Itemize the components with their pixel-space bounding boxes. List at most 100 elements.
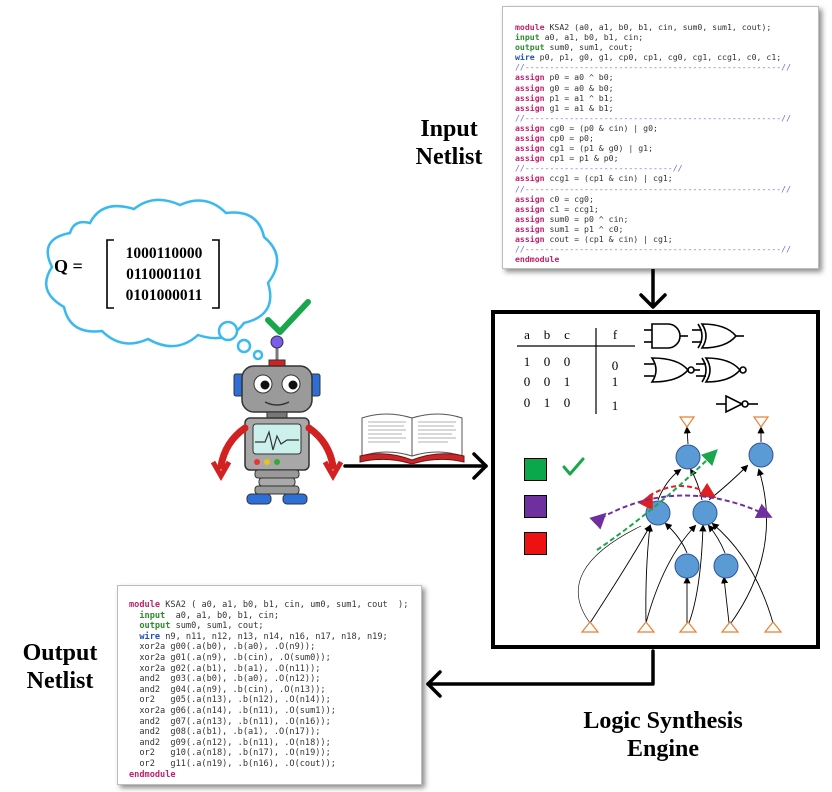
code-line: assign cp1 = p1 & p0;	[515, 153, 818, 163]
code-line: assign cp0 = p0;	[515, 133, 818, 143]
code-line: wire p0, p1, g0, g1, cp0, cp1, cg0, cg1,…	[515, 52, 818, 62]
code-token: assign	[515, 82, 545, 93]
code-line: endmodule	[129, 770, 421, 781]
truth-table-cell: 1	[611, 398, 619, 413]
output-netlist-label-line2: Netlist	[26, 667, 94, 694]
truth-table-cell: 1	[523, 354, 531, 369]
code-line: //------------------------------//	[515, 163, 818, 173]
input-netlist-label-line1: Input	[420, 116, 478, 142]
truth-table-cell: 1	[611, 374, 619, 389]
code-token: c0 = cg0;	[544, 193, 594, 204]
code-line: module KSA2 ( a0, a1, b0, b1, cin, um0, …	[129, 600, 421, 611]
code-token: endmodule	[515, 254, 560, 265]
circuit-graph	[577, 416, 783, 633]
code-line: output sum0, sum1, cout;	[129, 621, 421, 632]
code-token: p0 = a0 ^ b0;	[544, 72, 614, 83]
code-token: g1 = a1 & b1;	[544, 102, 614, 113]
code-line: or2 g11(.a(n19), .b(n16), .O(cout));	[129, 759, 421, 770]
code-token: g0 = a0 & b0;	[544, 82, 614, 93]
action-square	[524, 495, 547, 518]
book-icon	[359, 413, 465, 464]
code-token: assign	[515, 143, 545, 154]
code-token: xor2a g02(.a(b1), .b(a1), .O(n11));	[129, 663, 321, 674]
code-line: //--------------------------------------…	[515, 244, 818, 254]
code-line: or2 g05(.a(n13), .b(n12), .O(n14));	[129, 695, 421, 706]
code-token: assign	[515, 153, 545, 164]
nor-gate-icon	[644, 357, 700, 383]
code-token: module	[129, 600, 161, 610]
code-token: //--------------------------------------…	[515, 112, 792, 123]
code-token: assign	[515, 223, 545, 234]
output-netlist-code: module KSA2 ( a0, a1, b0, b1, cin, um0, …	[117, 585, 422, 785]
check-icon	[562, 457, 585, 476]
xor-gate-icon	[692, 323, 744, 349]
code-token: and2 g03(.a(b0), .b(a0), .O(n12));	[129, 674, 321, 685]
code-token: p1 = a1 ^ b1;	[544, 92, 614, 103]
code-token: cp0 = p0;	[544, 133, 594, 144]
code-token: and2 g09(.a(n12), .b(n11), .O(n18));	[129, 737, 331, 748]
matrix-row: 0110001101	[126, 266, 202, 283]
code-line: xor2a g02(.a(b1), .b(a1), .O(n11));	[129, 664, 421, 675]
thought-cloud-icon	[44, 198, 279, 361]
code-token: endmodule	[129, 769, 176, 780]
code-token: KSA2 (a0, a1, b0, b1, cin, sum0, sum1, c…	[544, 22, 772, 32]
code-line: xor2a g00(.a(b0), .b(a0), .O(n9));	[129, 642, 421, 653]
code-token: xor2a g00(.a(b0), .b(a0), .O(n9));	[129, 642, 316, 653]
truth-table-cell: 0	[563, 354, 571, 369]
code-token: ccg1 = (cp1 & cin) | cg1;	[544, 173, 673, 184]
truth-table-header: b	[543, 327, 551, 342]
output-netlist-label-line1: Output	[22, 640, 98, 666]
and-gate-icon	[644, 323, 688, 349]
code-token: or2 g11(.a(n19), .b(n16), .O(cout));	[129, 758, 336, 769]
code-line: and2 g08(.a(b1), .b(a1), .O(n17));	[129, 727, 421, 738]
code-token: wire	[129, 631, 161, 642]
code-token: assign	[515, 92, 545, 103]
code-line: //--------------------------------------…	[515, 113, 818, 123]
truth-table-lines	[517, 328, 635, 414]
xnor-gate-icon	[696, 357, 747, 383]
code-line: assign g1 = a1 & b1;	[515, 103, 818, 113]
check-icon	[265, 299, 311, 335]
code-token: assign	[515, 72, 545, 83]
code-token: assign	[515, 173, 545, 184]
code-token: cout = (cp1 & cin) | cg1;	[544, 233, 673, 244]
code-token: //--------------------------------------…	[515, 62, 792, 73]
code-line: assign c1 = ccg1;	[515, 204, 818, 214]
code-token: //------------------------------//	[515, 163, 683, 174]
code-token: assign	[515, 193, 545, 204]
code-token: and2 g07(.a(n13), .b(n11), .O(n16));	[129, 716, 331, 727]
inverter-icon	[716, 394, 758, 414]
engine-to-output-arrow	[426, 649, 655, 686]
code-line: assign sum0 = p0 ^ cin;	[515, 214, 818, 224]
code-line: xor2a g06(.a(n14), .b(n11), .O(sum1));	[129, 706, 421, 717]
code-line: assign cg1 = (p1 & g0) | g1;	[515, 143, 818, 153]
code-line: assign sum1 = p1 ^ c0;	[515, 224, 818, 234]
truth-table-cell: 0	[523, 395, 531, 410]
code-line: wire n9, n11, n12, n13, n14, n16, n17, n…	[129, 632, 421, 643]
input-netlist-label-line2: Netlist	[415, 143, 483, 170]
output-netlist-label: Output Netlist	[10, 640, 110, 695]
code-token: cg1 = (p1 & g0) | g1;	[544, 143, 654, 154]
code-line: assign ccg1 = (cp1 & cin) | cg1;	[515, 173, 818, 183]
code-line: module KSA2 (a0, a1, b0, b1, cin, sum0, …	[515, 22, 818, 32]
code-token: wire	[515, 52, 535, 63]
code-token: //--------------------------------------…	[515, 244, 792, 255]
code-token: sum0, sum1, cout;	[170, 621, 264, 632]
logic-synthesis-engine-label: Logic Synthesis Engine	[548, 708, 778, 763]
code-token: or2 g10(.a(n18), .b(n17), .O(n19));	[129, 748, 331, 759]
robot-icon	[210, 335, 344, 505]
truth-table-cell: 0	[543, 374, 551, 389]
truth-table-header: c	[564, 327, 570, 342]
code-line: output sum0, sum1, cout;	[515, 42, 818, 52]
code-token: assign	[515, 122, 545, 133]
code-token: a0, a1, b0, b1, cin;	[165, 610, 280, 621]
code-line: //--------------------------------------…	[515, 184, 818, 194]
code-line: assign cout = (cp1 & cin) | cg1;	[515, 234, 818, 244]
input-netlist-code: module KSA2 (a0, a1, b0, b1, cin, sum0, …	[502, 6, 819, 269]
code-line: assign g0 = a0 & b0;	[515, 83, 818, 93]
input-netlist-label: Input Netlist	[398, 116, 500, 171]
gate-library	[644, 323, 758, 414]
code-token: or2 g05(.a(n13), .b(n12), .O(n14));	[129, 695, 331, 706]
